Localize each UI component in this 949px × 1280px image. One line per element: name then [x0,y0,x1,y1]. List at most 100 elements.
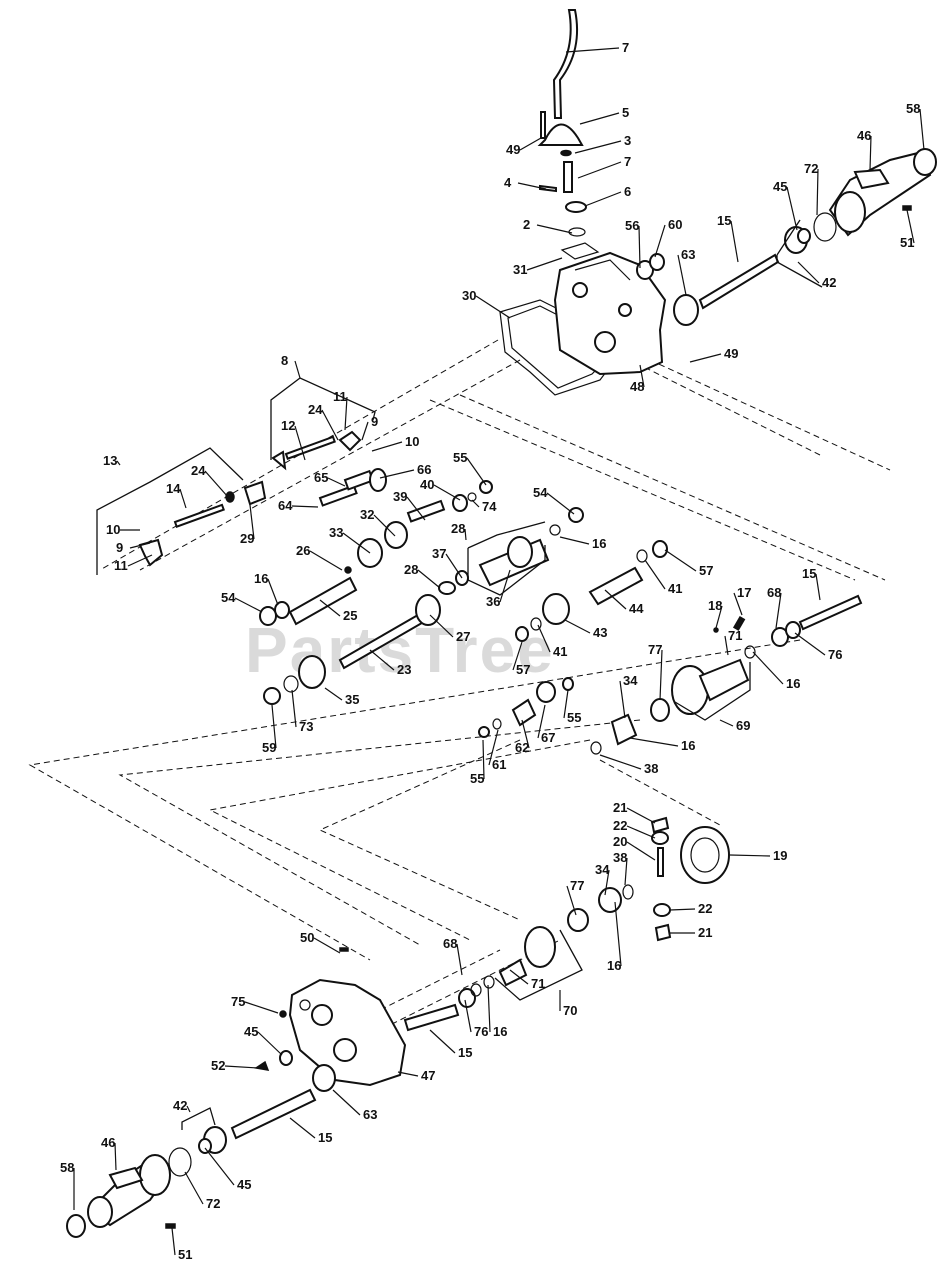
callout-leader [487,984,491,1033]
part-number-label: 39 [393,489,407,504]
part-number-label: 11 [114,558,128,573]
callout-leader [816,168,819,216]
callout-leader [369,649,395,671]
part-number-label: 18 [708,598,722,613]
callout-leader [638,225,641,269]
left-axle-housing [66,1088,317,1238]
callout-leader [752,651,784,685]
part-number-label: 49 [724,346,738,361]
callout-leader [536,224,573,234]
callout-leader [654,224,666,258]
callout-leader [417,569,441,589]
part-number-label: 57 [699,563,713,578]
part-number-label: 4 [504,175,512,190]
callout-leader [433,484,461,501]
callout-leader [517,182,547,190]
callout-leader [244,1001,279,1014]
callout-leader [644,559,666,590]
part-number-label: 17 [737,585,751,600]
part-number-label: 71 [531,976,545,991]
callout-leader [919,108,925,151]
part-number-label: 72 [804,161,818,176]
callout-leader [224,1065,259,1069]
part-number-label: 46 [857,128,871,143]
part-number-label: 10 [405,434,419,449]
callout-leader [361,421,369,441]
callout-leader [309,550,343,571]
callout-leader [577,161,622,179]
part-number-label: 57 [516,662,530,677]
part-number-label: 50 [300,930,314,945]
callout-leader [344,396,348,431]
callout-leader [116,460,121,466]
callout-leader [565,47,620,53]
part-number-label: 70 [563,1003,577,1018]
callout-leader [114,1142,117,1171]
callout-leader [537,704,546,739]
part-number-label: 60 [668,217,682,232]
gear-cluster-upper [318,468,584,595]
left-case-half [254,926,556,1092]
part-number-label: 67 [541,730,555,745]
callout-leader [319,599,341,617]
callout-leader [719,719,734,727]
part-number-label: 16 [607,958,621,973]
callout-leader [614,901,622,967]
callout-leader [488,729,499,766]
callout-leader [624,857,628,886]
callout-leader [599,754,642,770]
part-number-label: 58 [906,101,920,116]
part-number-label: 52 [211,1058,225,1073]
part-number-label: 42 [822,275,836,290]
callout-leader [445,553,463,579]
part-number-label: 28 [451,521,465,536]
callout-leader [677,254,687,296]
part-number-label: 55 [567,710,581,725]
callout-leader [464,528,467,541]
callout-leader [519,137,542,151]
part-number-label: 15 [458,1045,472,1060]
part-number-label: 6 [624,184,631,199]
part-number-label: 42 [173,1098,187,1113]
callout-leader [579,112,620,125]
part-number-label: 58 [60,1160,74,1175]
part-number-label: 48 [630,379,644,394]
callout-leader [730,220,739,263]
callout-leader [332,1089,361,1116]
callout-leader [324,687,343,701]
part-number-label: 74 [482,499,497,514]
callout-leader [499,569,511,603]
callout-leader [669,908,696,911]
part-number-label: 9 [371,414,378,429]
shift-fork-assemblies [138,430,362,567]
callout-leader [794,632,826,656]
callout-leader [371,441,403,452]
callout-leader [775,592,782,629]
part-number-label: 16 [681,738,695,753]
callout-leader [179,488,187,509]
part-number-label: 45 [244,1024,258,1039]
part-number-label: 2 [523,217,530,232]
part-number-label: 55 [453,450,467,465]
part-number-label: 36 [486,594,500,609]
part-number-label: 54 [533,485,548,500]
part-number-label: 34 [595,862,610,877]
callout-leader [729,854,771,857]
callout-leader [733,592,743,616]
part-number-label: 28 [404,562,418,577]
callout-leader [267,578,279,606]
part-number-label: 30 [462,288,476,303]
callout-leader [249,504,255,540]
part-number-label: 45 [773,179,787,194]
part-number-label: 63 [681,247,695,262]
part-number-label: 13 [103,453,117,468]
callout-leader [464,999,472,1033]
callout-leader [546,492,575,515]
part-number-label: 45 [237,1177,251,1192]
callout-leader [537,624,551,653]
callout-leader [526,257,563,271]
part-number-label: 43 [593,625,607,640]
part-number-label: 59 [262,740,276,755]
